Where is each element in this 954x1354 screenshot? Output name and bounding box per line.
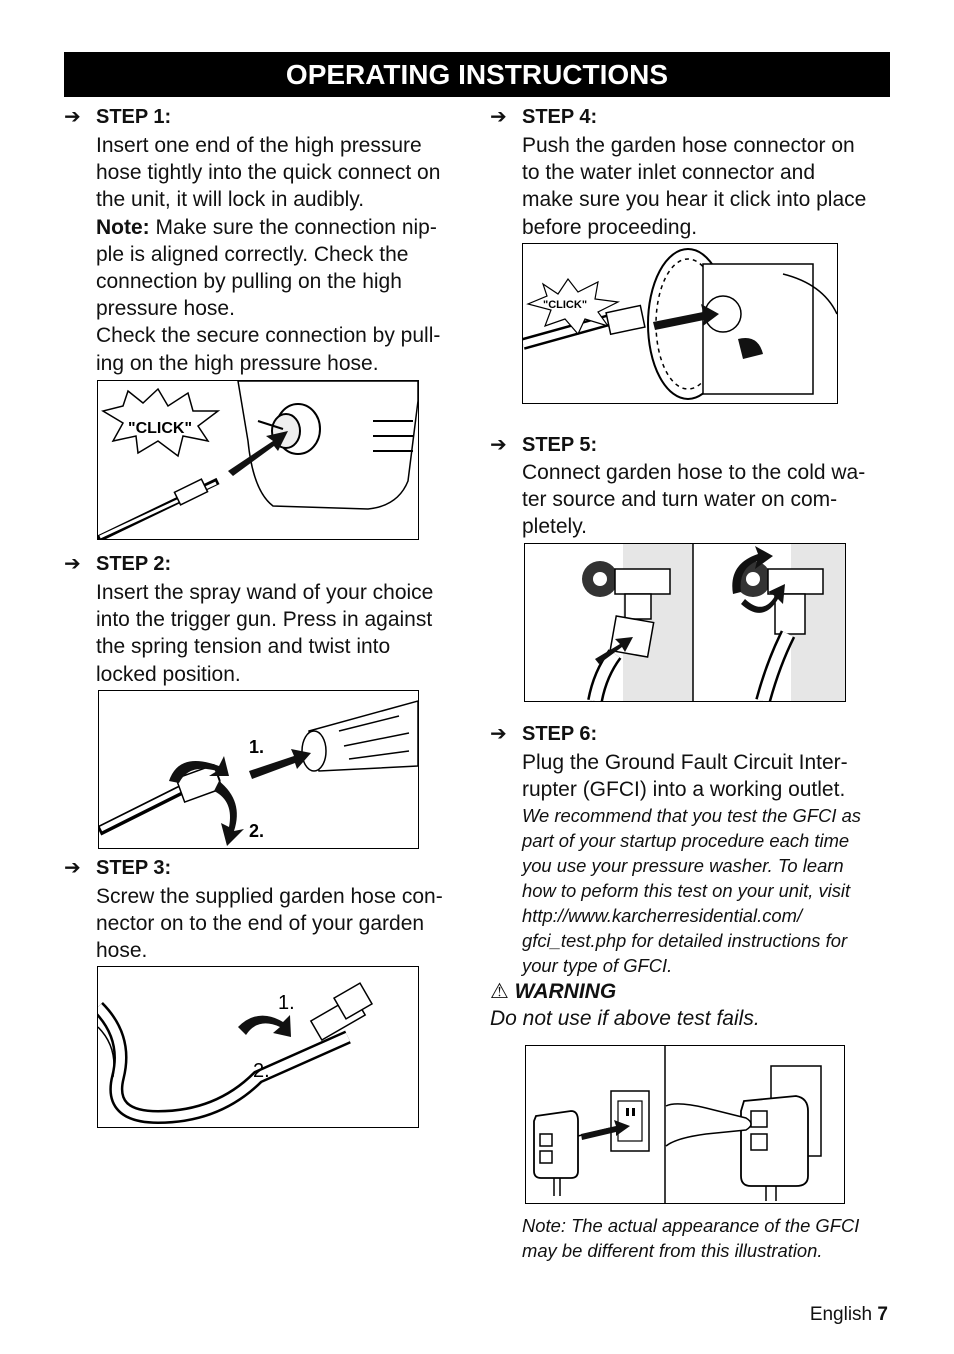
step2-arrow-icon: ➔ <box>64 553 81 575</box>
step6-text: Plug the Ground Fault Circuit Inter- rup… <box>522 751 848 802</box>
step3-arrow-icon: ➔ <box>64 857 81 879</box>
step6-heading: STEP 6: <box>522 723 598 745</box>
step5-illustration <box>524 543 846 702</box>
step1-text: Insert one end of the high pressure hose… <box>96 134 441 375</box>
step1-heading: STEP 1: <box>96 106 172 128</box>
step3-illustration: 1. 2. <box>97 966 419 1128</box>
step6-arrow-icon: ➔ <box>490 723 507 745</box>
step1-illustration: "CLICK" <box>97 380 419 540</box>
gfci-recommendation: We recommend that you test the GFCI as p… <box>522 805 862 976</box>
step3-label-2: 2. <box>253 1060 270 1082</box>
warning-icon: ⚠ <box>490 980 509 1003</box>
step4-heading: STEP 4: <box>522 106 598 128</box>
step2-illustration: 1. 2. <box>98 690 419 849</box>
step4-click-label: "CLICK" <box>543 299 587 311</box>
step5-arrow-icon: ➔ <box>490 434 507 456</box>
page-footer: English 7 <box>809 1304 888 1325</box>
step3-label-1: 1. <box>278 992 295 1014</box>
final-note: Note: The actual appearance of the GFCI … <box>522 1215 860 1261</box>
step5-heading: STEP 5: <box>522 434 598 456</box>
step1-arrow-icon: ➔ <box>64 106 81 128</box>
step2-text: Insert the spray wand of your choice int… <box>96 581 434 686</box>
warning-heading: ⚠ WARNING <box>490 980 617 1003</box>
step4-illustration: "CLICK" <box>522 243 838 404</box>
warning-text: Do not use if above test fails. <box>490 1007 760 1030</box>
step5-text: Connect garden hose to the cold wa- ter … <box>522 461 866 539</box>
step2-label-2: 2. <box>249 821 264 841</box>
step2-heading: STEP 2: <box>96 553 172 575</box>
step3-text: Screw the supplied garden hose con- nect… <box>96 885 443 963</box>
gfci-illustration <box>525 1045 845 1204</box>
step3-heading: STEP 3: <box>96 857 172 879</box>
step1-click-label: "CLICK" <box>128 420 192 437</box>
step4-arrow-icon: ➔ <box>490 106 507 128</box>
page-title: OPERATING INSTRUCTIONS <box>64 52 890 97</box>
step4-text: Push the garden hose connector on to the… <box>522 134 867 239</box>
step2-label-1: 1. <box>249 737 264 757</box>
